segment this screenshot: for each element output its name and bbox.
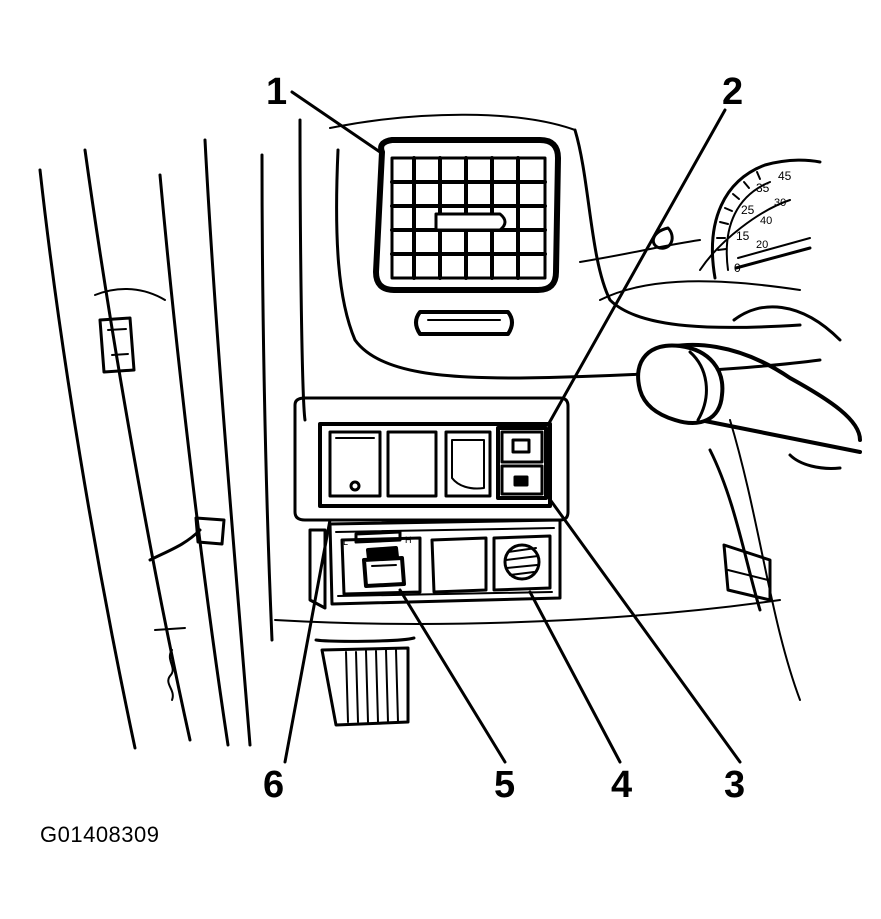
speedo-label-0: 0	[734, 261, 741, 275]
callout-2: 2	[722, 71, 743, 113]
leader-4	[528, 590, 622, 764]
column-stalk	[636, 305, 862, 612]
dashboard-outline	[260, 113, 822, 701]
figure-id: G01408309	[40, 822, 160, 847]
callout-labels: 1 2 3 4 5 6	[263, 71, 745, 806]
speedometer-ticks	[716, 171, 761, 251]
callout-5: 5	[494, 764, 515, 806]
speedo-label-40: 40	[760, 215, 772, 227]
leader-2	[546, 108, 727, 427]
selector-mark-l: L	[343, 537, 348, 547]
callout-3: 3	[724, 764, 745, 806]
speedo-label-25: 25	[741, 203, 755, 217]
leader-1	[290, 90, 382, 154]
leader-lines	[283, 90, 742, 764]
air-vent	[373, 137, 561, 336]
speedo-label-35: 35	[756, 181, 770, 195]
leader-6	[283, 518, 332, 764]
pedal	[314, 636, 416, 727]
speedo-label-20: 20	[756, 239, 768, 251]
lower-switch-panel: L H	[308, 518, 562, 610]
selector-mark-h: H	[405, 535, 412, 545]
speedo-label-45: 45	[778, 169, 792, 183]
callout-1: 1	[266, 71, 287, 113]
door-pillar	[38, 138, 252, 750]
callout-4: 4	[611, 764, 632, 806]
leader-3	[544, 492, 742, 764]
upper-switch-panel	[293, 396, 570, 522]
callout-6: 6	[263, 764, 284, 806]
leader-5	[398, 588, 507, 764]
speedo-label-15: 15	[736, 229, 750, 243]
speedometer: 0 15 20 25 30 35 40 45	[710, 158, 822, 280]
speedo-label-30: 30	[774, 197, 786, 209]
